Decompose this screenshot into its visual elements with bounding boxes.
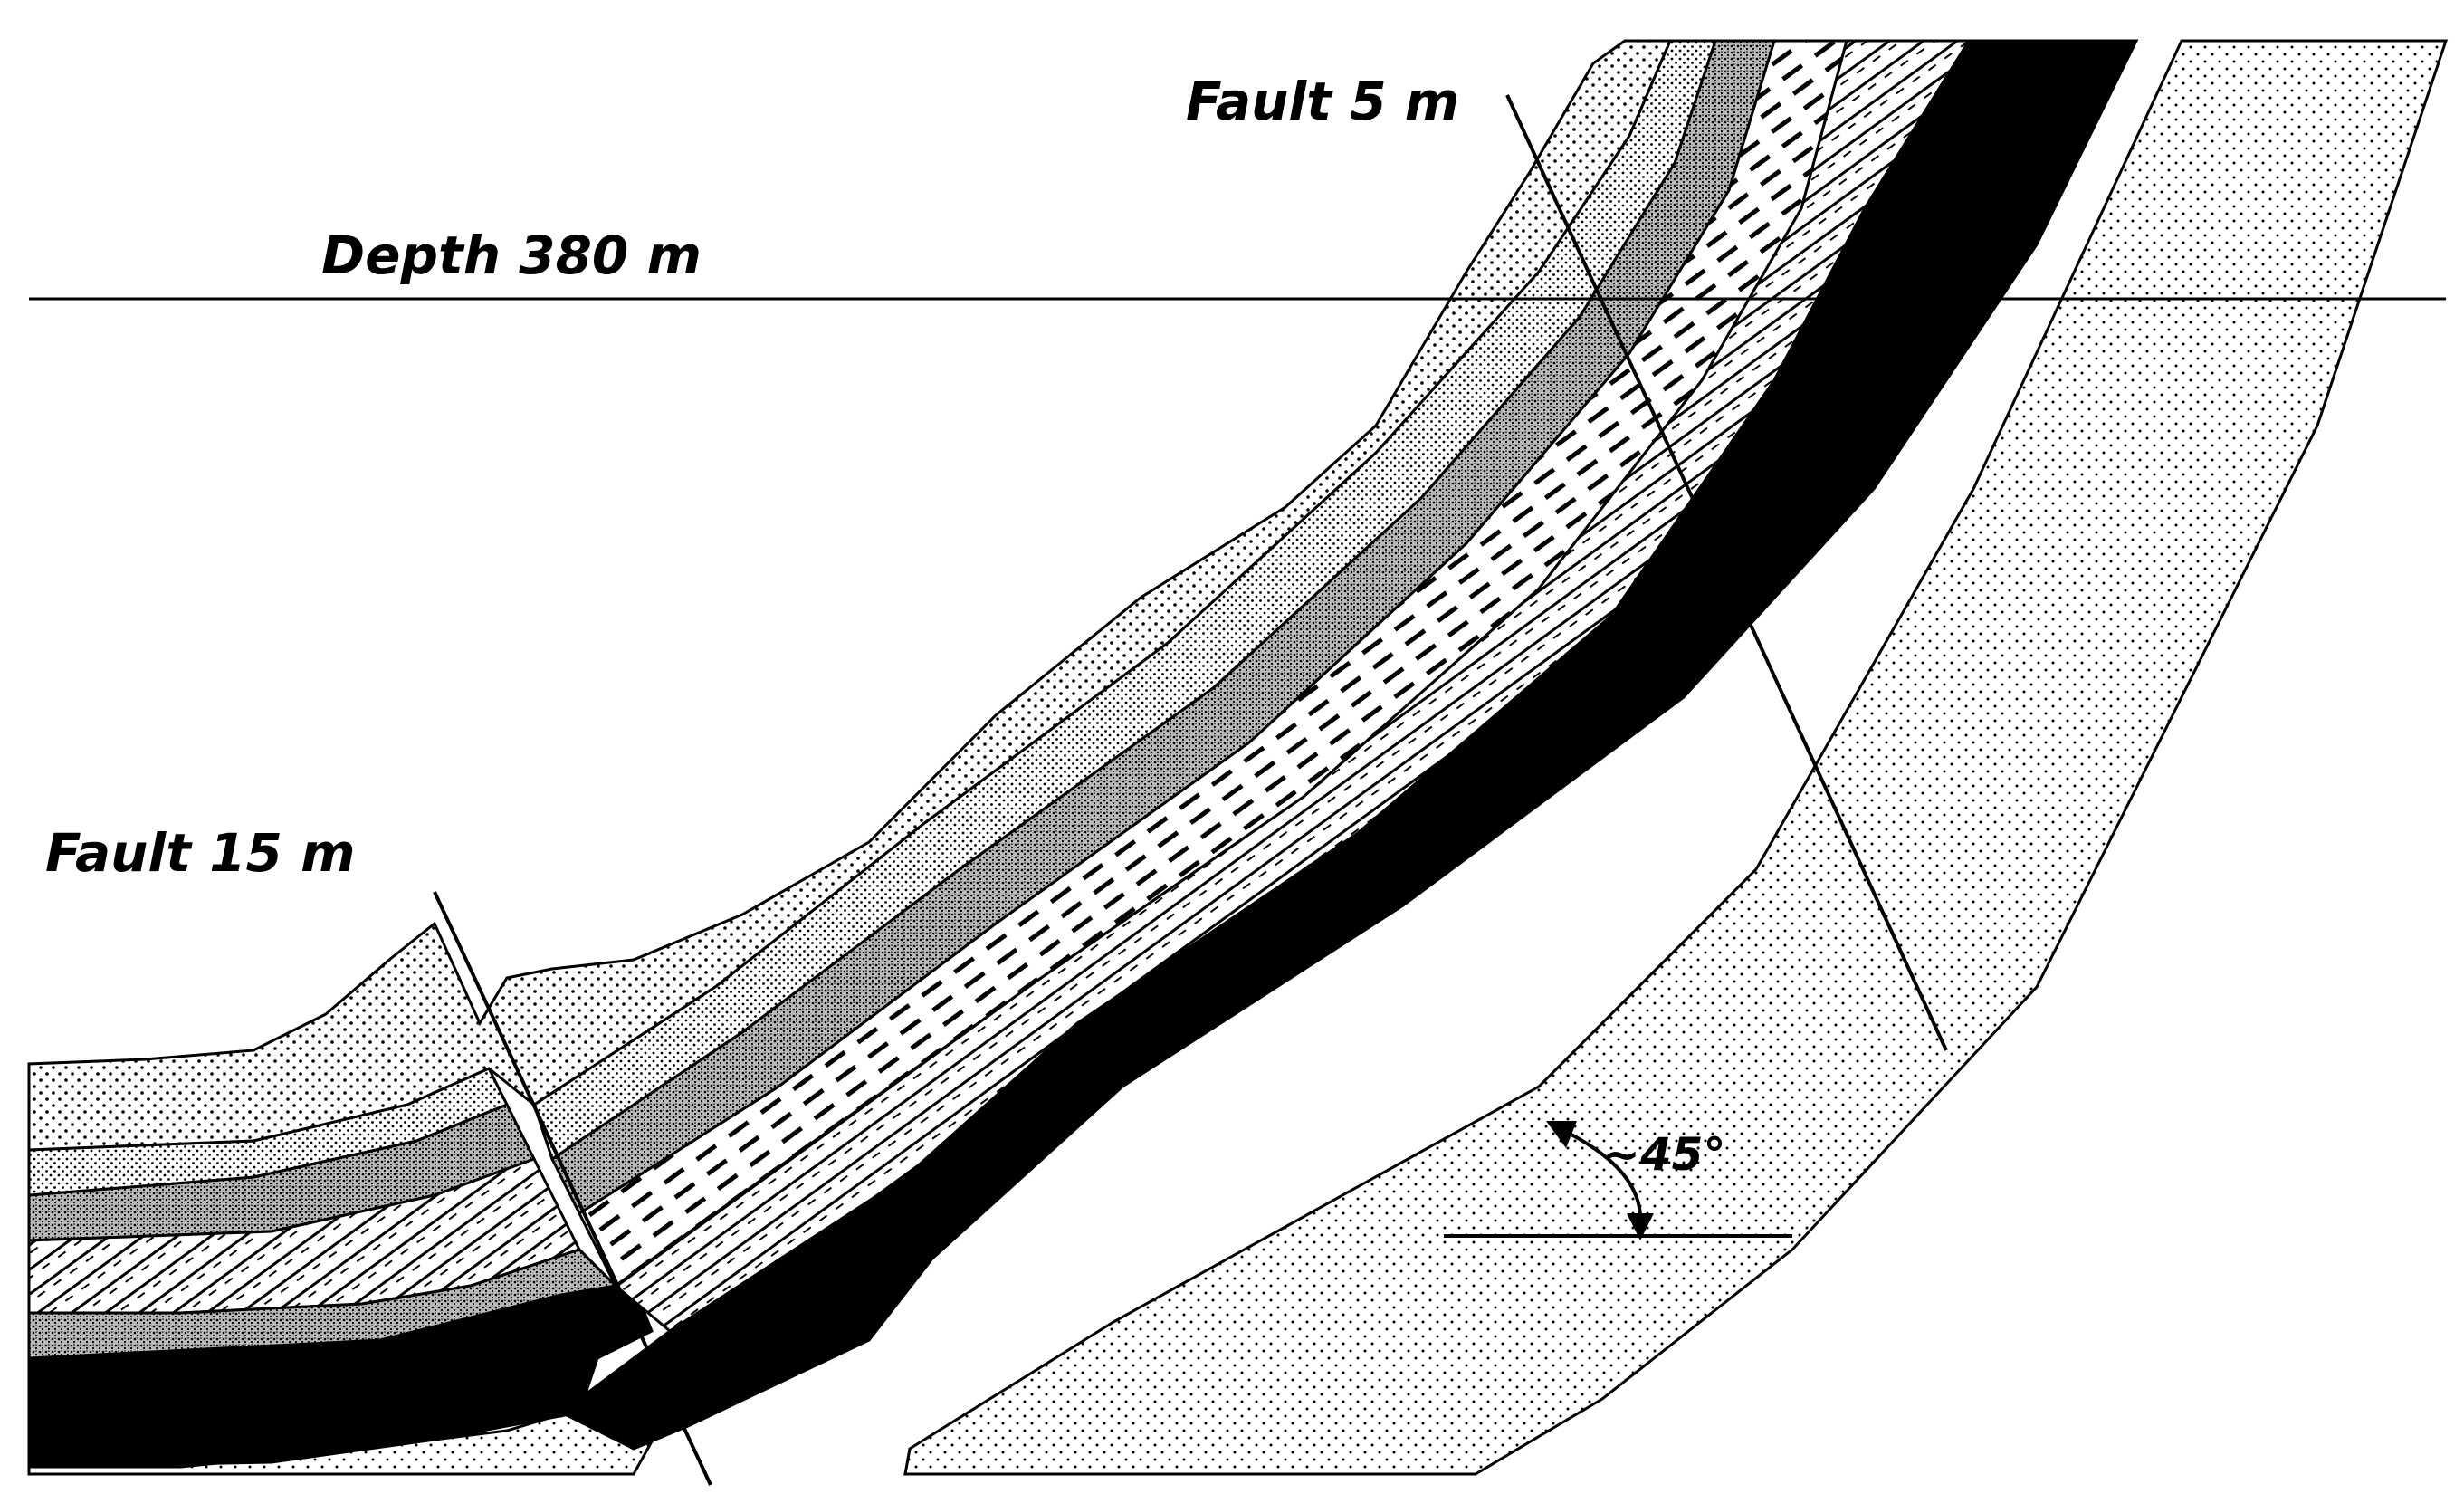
arrowhead-down-icon [1627,1213,1654,1240]
depth-label: Depth 380 m [321,225,702,286]
dip-angle-arc [1556,1125,1643,1223]
fault-5-line [1505,94,1948,1051]
arrowhead-up-icon [1546,1121,1577,1148]
stratum-sandy-west [27,1248,619,1360]
fault-15-label: Fault 15 m [45,822,356,884]
stratum-lower-sandstone [903,39,2449,1476]
fault-15-line [433,891,712,1486]
stratum-upper-sandstone [27,39,1673,1152]
fault-5-label: Fault 5 m [1186,71,1459,132]
dip-angle-label: ~45° [1602,1128,1725,1181]
